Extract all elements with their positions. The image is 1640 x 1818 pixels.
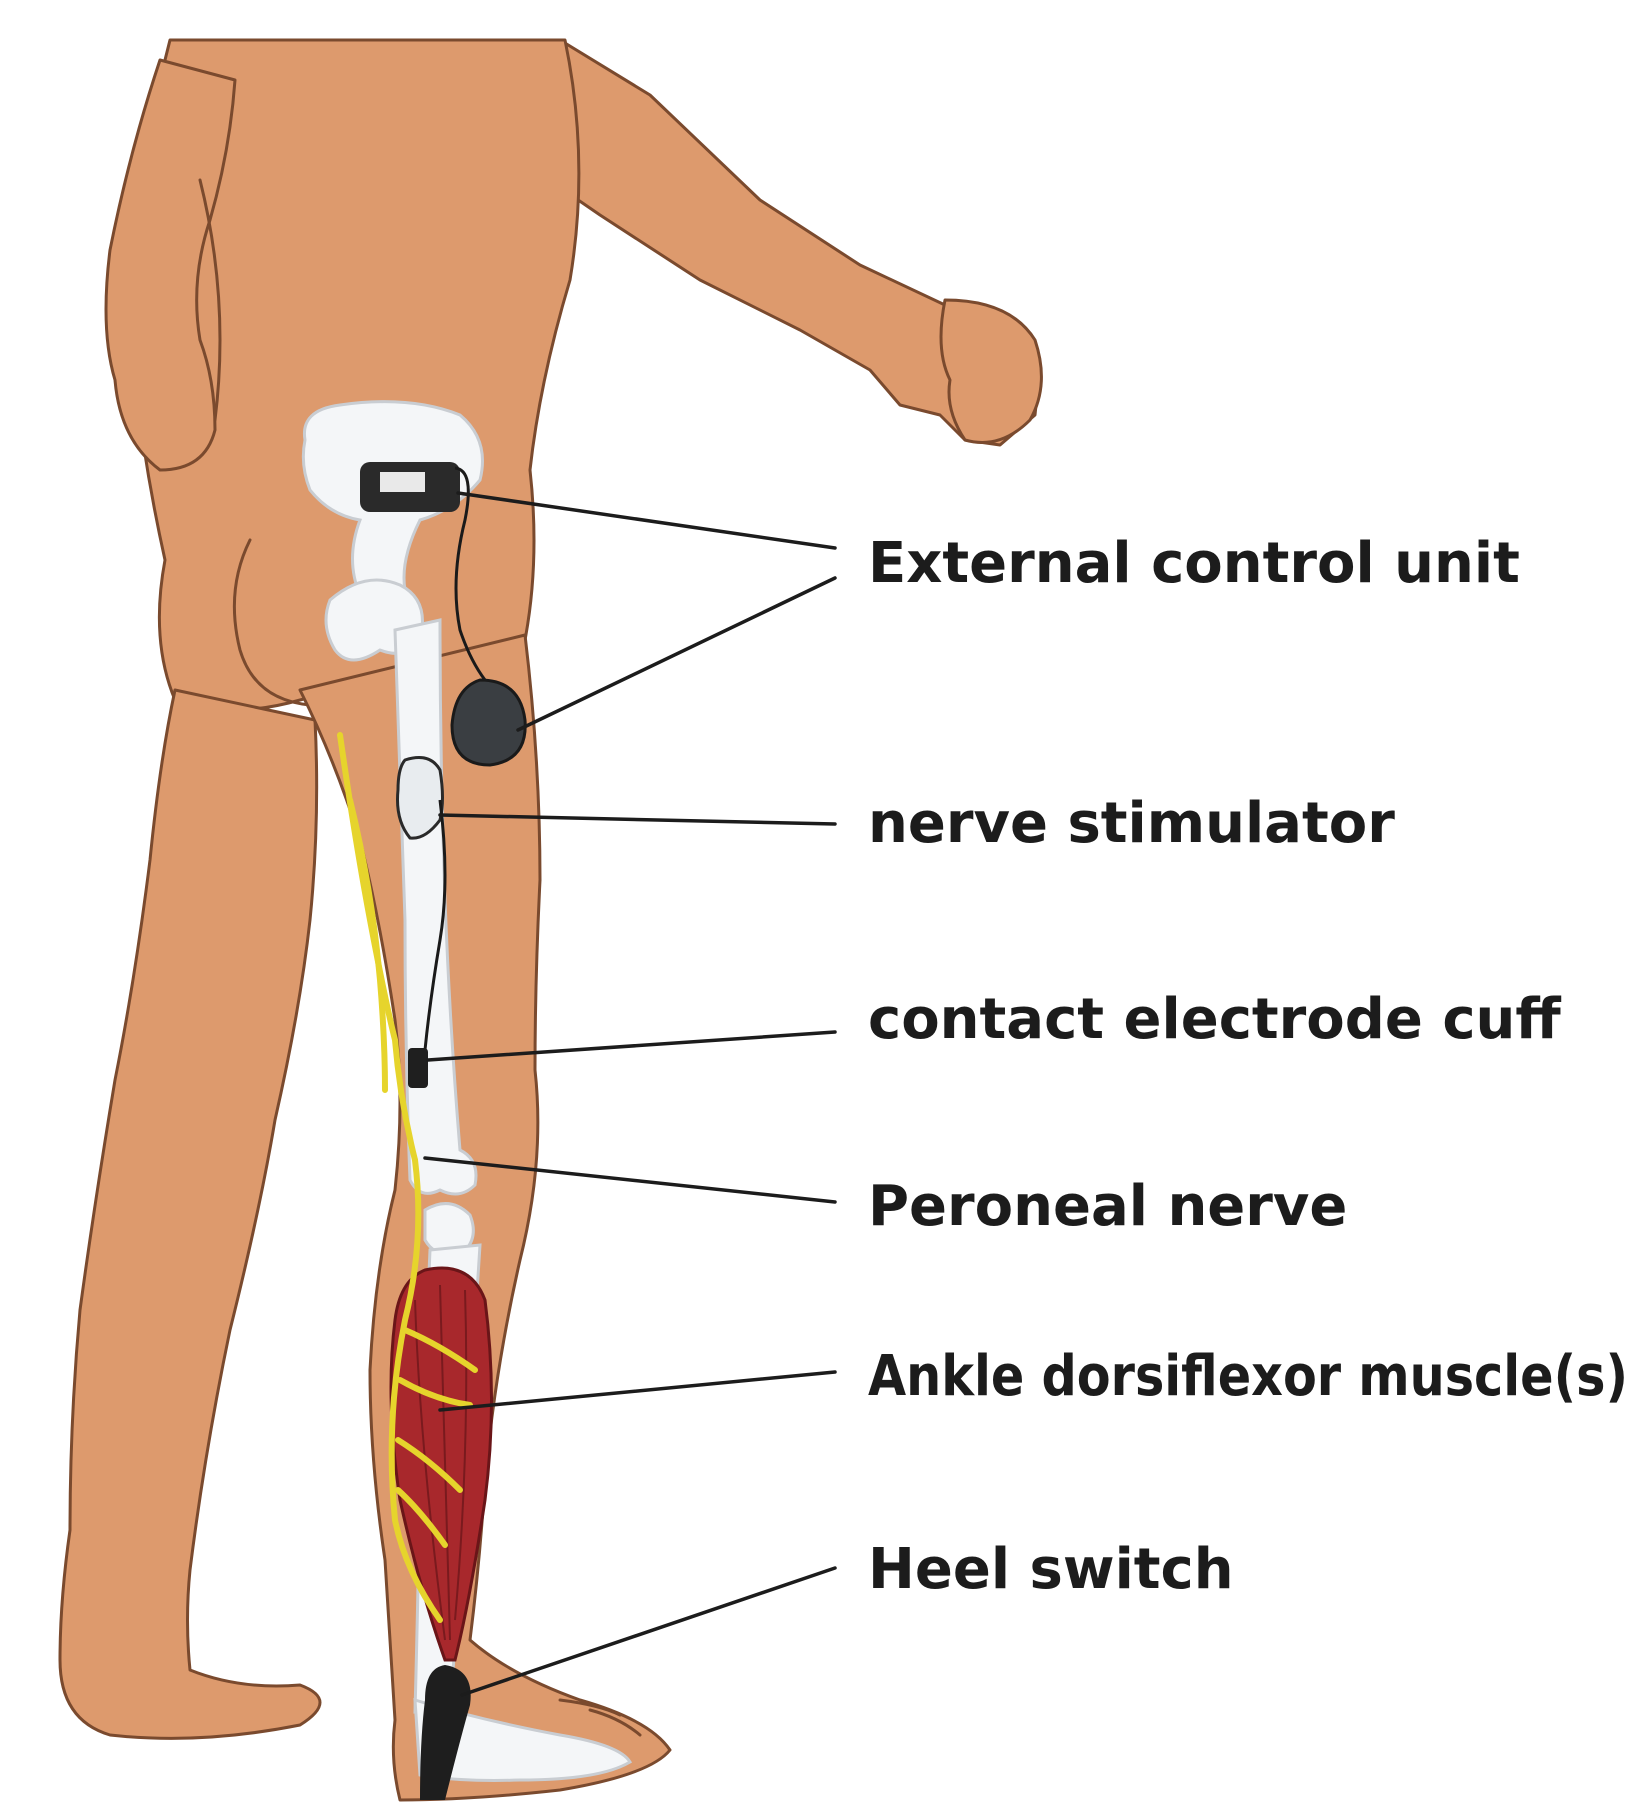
right-hand-fist: [941, 300, 1041, 443]
nerve-stimulator-implant: [398, 758, 443, 839]
external-antenna-coil: [452, 680, 525, 765]
label-external-control-unit: External control unit: [868, 531, 1520, 596]
right-leg-front: [300, 635, 670, 1800]
control-unit-display: [380, 472, 425, 492]
label-heel-switch: Heel switch: [868, 1537, 1234, 1602]
label-peroneal-nerve: Peroneal nerve: [868, 1174, 1347, 1239]
leader-ankle-dorsiflexor: [440, 1372, 835, 1410]
human-figure: [60, 40, 1041, 1800]
label-ankle-dorsiflexor: Ankle dorsiflexor muscle(s): [868, 1344, 1628, 1409]
labels: External control unit nerve stimulator c…: [868, 531, 1628, 1602]
leader-antenna: [518, 578, 835, 730]
electrode-cuff: [408, 1048, 428, 1088]
left-leg-rear: [60, 690, 320, 1738]
label-contact-electrode-cuff: contact electrode cuff: [868, 987, 1561, 1052]
leader-heel-switch: [462, 1568, 835, 1695]
label-nerve-stimulator: nerve stimulator: [868, 791, 1395, 856]
